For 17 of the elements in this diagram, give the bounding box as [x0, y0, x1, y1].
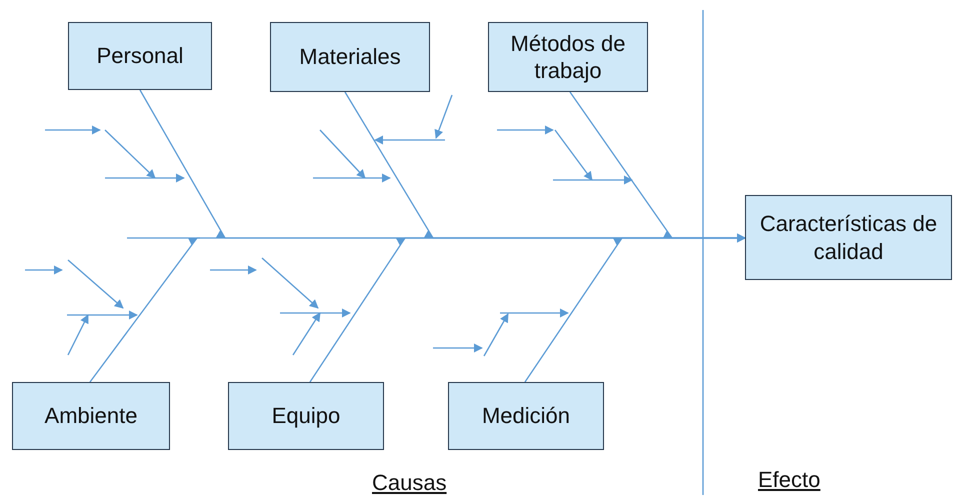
box-label: Equipo [270, 402, 342, 430]
box-label: Medición [480, 402, 572, 430]
cause-box [228, 382, 384, 450]
cause-box [488, 22, 648, 92]
box-label: Personal [96, 42, 184, 70]
section-label: Efecto [758, 467, 820, 493]
bone-arrow [524, 234, 745, 382]
box-label: Materiales [298, 43, 402, 71]
section-label: Causas [372, 470, 447, 496]
box-label: Ambiente [44, 402, 138, 430]
box-label: Características de calidad [758, 210, 938, 265]
box-label: Métodos de trabajo [510, 30, 626, 84]
cause-box [270, 22, 430, 92]
cause-box [12, 382, 170, 450]
cause-box [68, 22, 212, 90]
effect-box [745, 195, 952, 280]
cause-box [448, 382, 604, 450]
